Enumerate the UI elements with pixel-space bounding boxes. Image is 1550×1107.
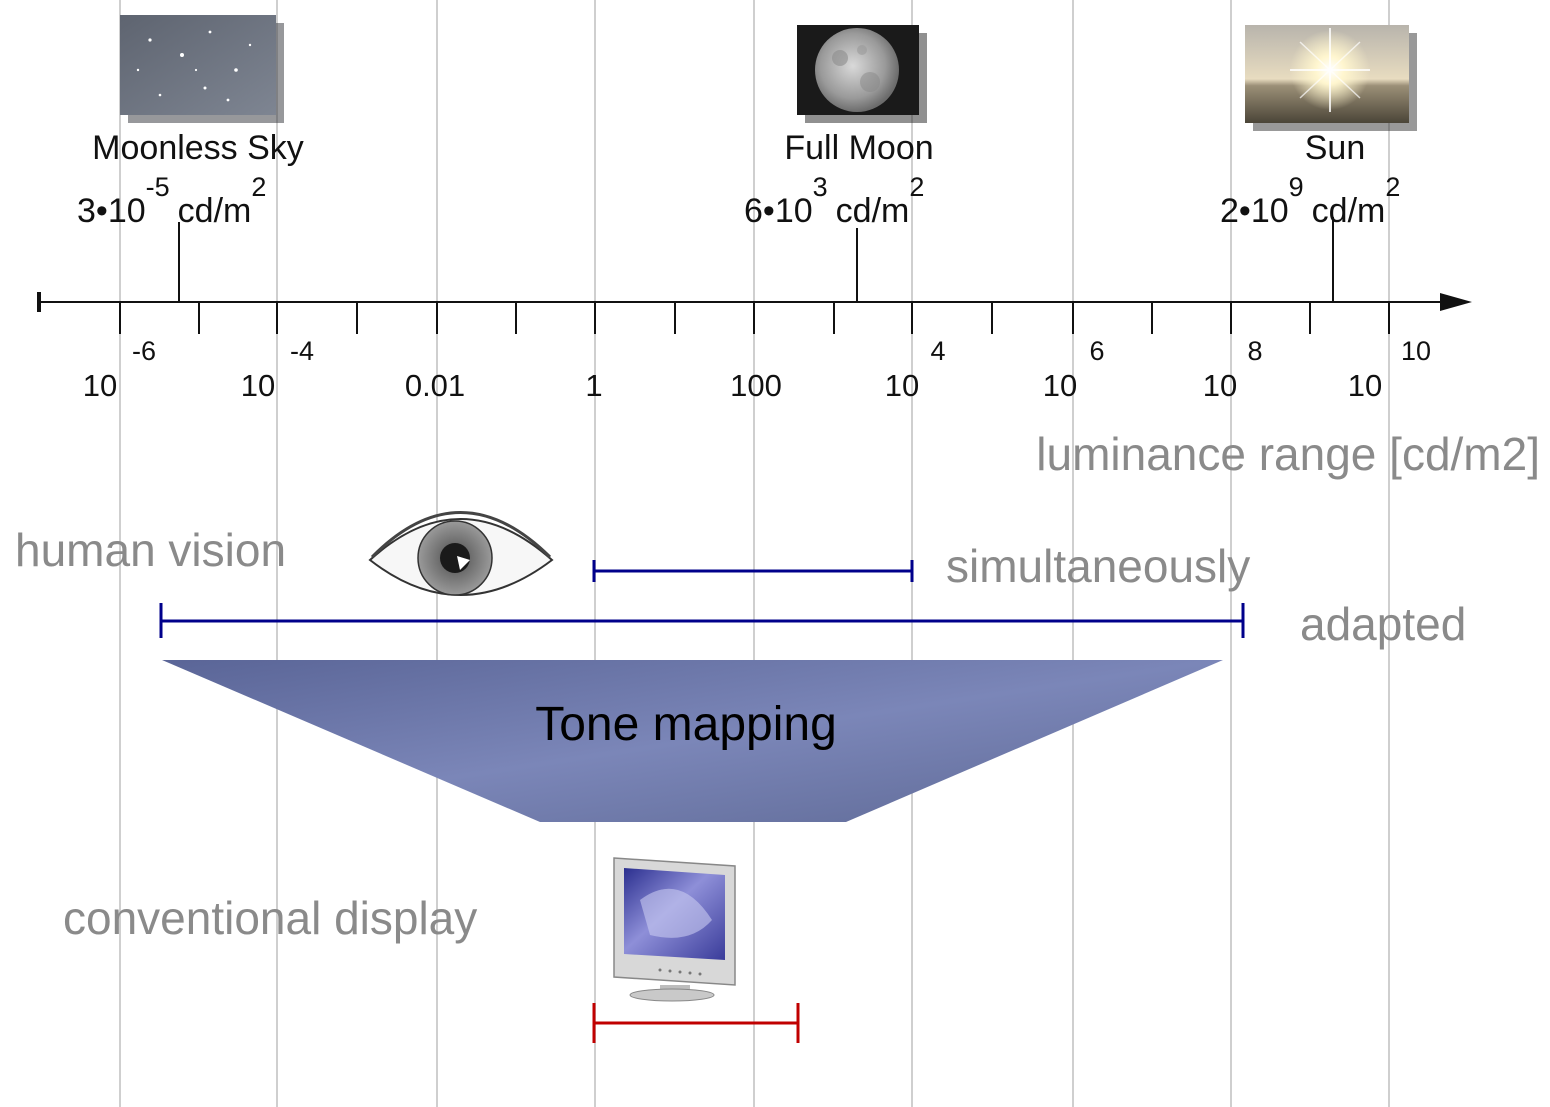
reference-name-full-moon: Full Moon xyxy=(784,129,933,167)
display-range xyxy=(592,1003,800,1043)
tick-exponent: 6 xyxy=(1089,336,1104,366)
sun-icon xyxy=(1245,25,1417,131)
axis-label: luminance range [cd/m2] xyxy=(1036,428,1540,480)
reference-value-moonless-sky: 3•10-5cd/m2 xyxy=(77,172,266,230)
tick-exponent: 4 xyxy=(930,336,945,366)
night-sky-icon xyxy=(120,15,284,123)
tick-label: 10 xyxy=(885,368,919,403)
tick-label: 10 xyxy=(83,368,117,403)
tick-label: 10 xyxy=(1043,368,1077,403)
tick-exponent: 10 xyxy=(1401,336,1431,366)
axis-arrow-icon xyxy=(1440,293,1472,311)
adapted-label: adapted xyxy=(1300,598,1466,650)
tick-label: 100 xyxy=(730,368,782,403)
tick-label: 0.01 xyxy=(405,368,465,403)
luminance-axis xyxy=(37,292,1472,334)
tick-label: 10 xyxy=(1348,368,1382,403)
tone-mapping-label: Tone mapping xyxy=(535,698,837,751)
tick-label: 10 xyxy=(1203,368,1237,403)
reference-value-sun: 2•109cd/m2 xyxy=(1220,172,1400,230)
eye-icon xyxy=(368,511,554,596)
tick-exponent: 8 xyxy=(1247,336,1262,366)
reference-value-full-moon: 6•103cd/m2 xyxy=(744,172,924,230)
reference-name-sun: Sun xyxy=(1305,129,1366,167)
tick-exponent: -4 xyxy=(290,336,314,366)
moon-icon xyxy=(797,25,927,123)
display-label: conventional display xyxy=(63,892,477,944)
human-vision-label: human vision xyxy=(15,524,286,576)
tone-mapping-funnel xyxy=(162,660,1223,822)
adapted-range xyxy=(159,603,1245,638)
simultaneously-label: simultaneously xyxy=(946,540,1250,592)
monitor-icon xyxy=(613,857,736,1002)
grid-lines xyxy=(119,0,1390,1107)
tick-label: 10 xyxy=(241,368,275,403)
tick-exponent: -6 xyxy=(132,336,156,366)
tick-labels: 10 -6 10 -4 0.01 1 100 10 4 10 6 10 8 10… xyxy=(83,336,1431,403)
reference-name-moonless-sky: Moonless Sky xyxy=(92,129,304,167)
simultaneously-range xyxy=(592,560,914,582)
tick-label: 1 xyxy=(585,368,602,403)
